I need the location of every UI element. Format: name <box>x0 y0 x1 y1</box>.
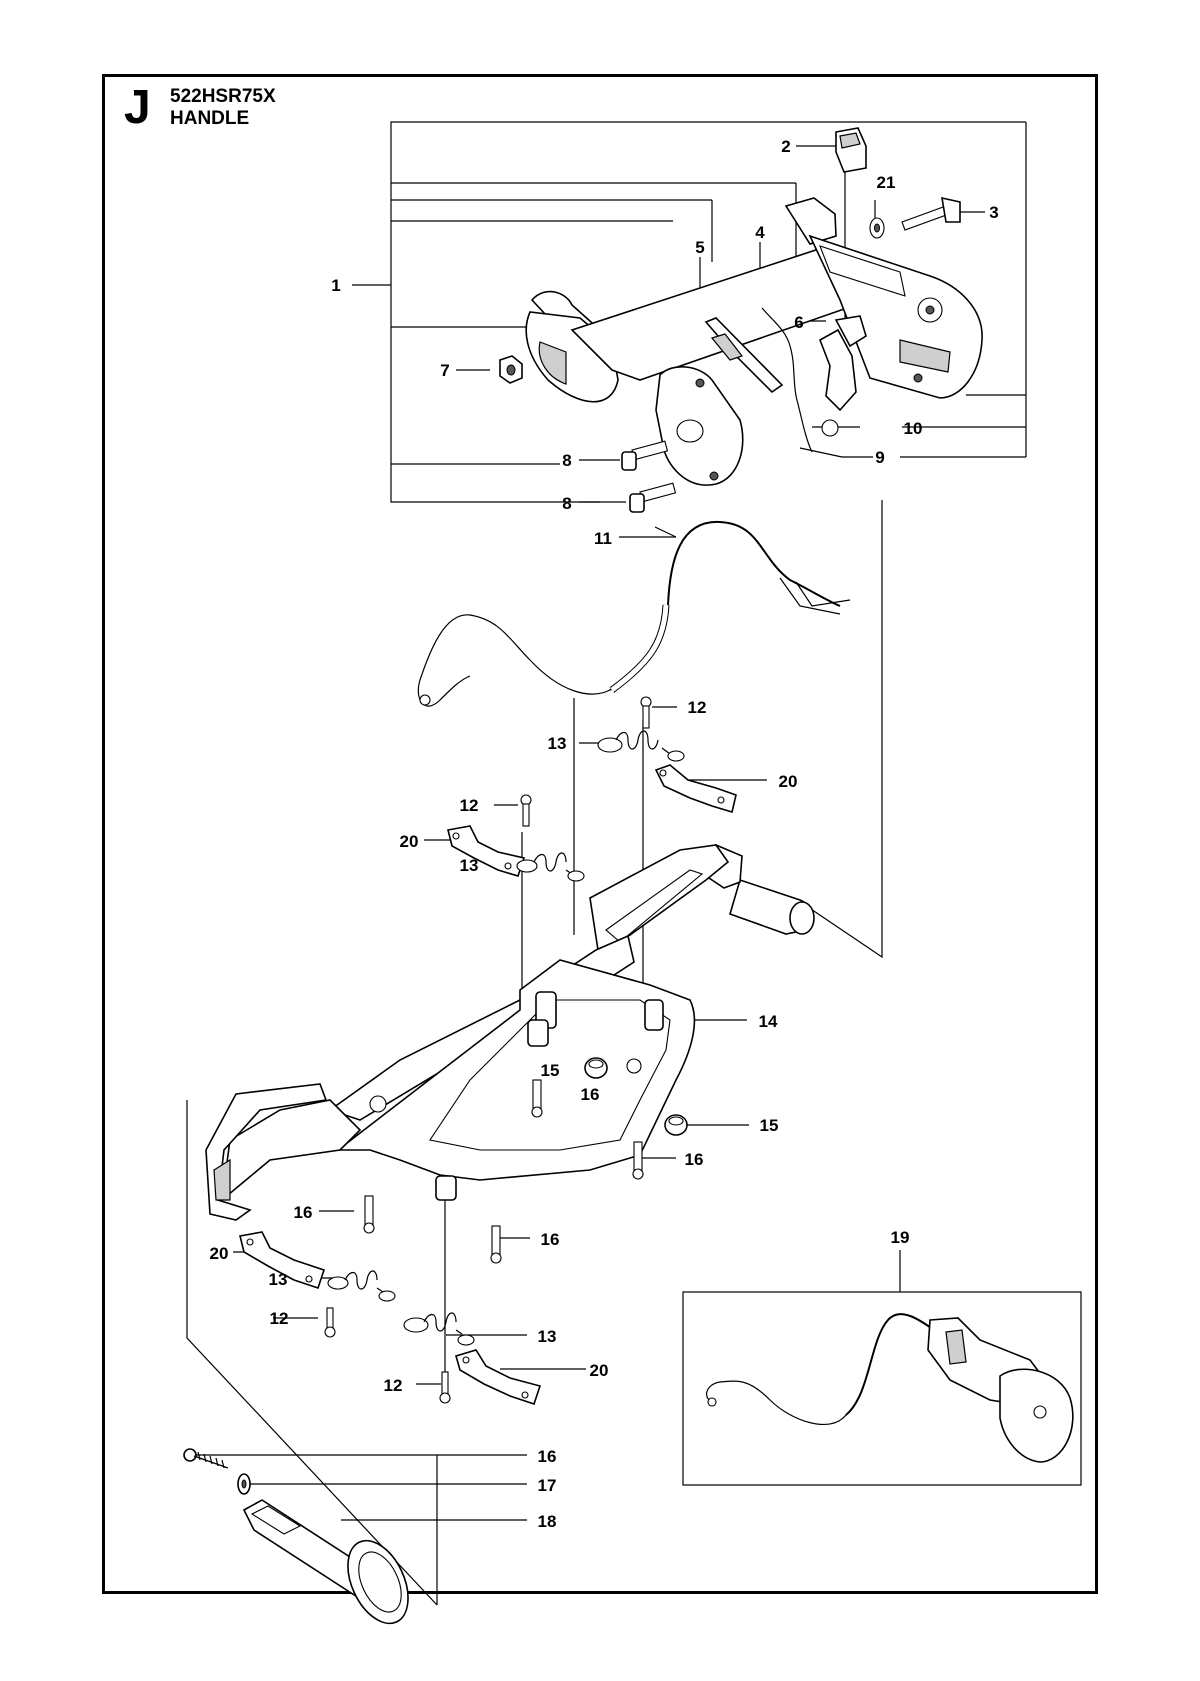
callout-16-frame-right: 16 <box>685 1150 704 1169</box>
grip-screw <box>183 1448 229 1469</box>
callout-20-upper-right: 20 <box>779 772 798 791</box>
callout-12-lower-left: 12 <box>270 1309 289 1328</box>
front-grip <box>242 1499 409 1625</box>
inset-box <box>682 1291 1082 1486</box>
model-number: 522HSR75X <box>170 86 276 107</box>
callout-8-upper: 8 <box>562 451 571 470</box>
callout-labels: 1 2 3 4 5 6 7 8 8 9 10 11 12 12 12 12 13… <box>210 137 999 1531</box>
callout-15-lower: 15 <box>760 1116 779 1135</box>
spring-lower-left <box>327 1270 396 1302</box>
spring-lower-right <box>403 1312 475 1346</box>
drawing-frame <box>102 74 1098 1594</box>
callout-20-lower-left: 20 <box>210 1244 229 1263</box>
callout-2: 2 <box>781 137 790 156</box>
spring-upper-left <box>516 852 585 882</box>
callout-13-lower-right: 13 <box>538 1327 557 1346</box>
screw-upper-right <box>640 696 652 729</box>
grip-washer <box>237 1473 251 1495</box>
callout-11: 11 <box>594 529 612 548</box>
callout-16-frame-upper: 16 <box>581 1085 600 1104</box>
callout-16-grip: 16 <box>538 1447 557 1466</box>
callout-7: 7 <box>440 361 449 380</box>
throttle-trigger <box>704 317 784 394</box>
clip-lower-left <box>239 1231 326 1290</box>
callout-13-upper-right: 13 <box>548 734 567 753</box>
handle-assembly-inset <box>706 1313 1074 1463</box>
hex-nut <box>499 355 523 384</box>
clip-lower-right <box>455 1349 542 1406</box>
callout-16-frame-left: 16 <box>294 1203 313 1222</box>
long-screw <box>901 196 961 231</box>
rubber-buffers <box>584 1057 688 1136</box>
trigger-spring-wire <box>761 307 813 453</box>
callout-14: 14 <box>759 1012 778 1031</box>
callout-18: 18 <box>538 1512 557 1531</box>
callout-20-lower-right: 20 <box>590 1361 609 1380</box>
callout-17: 17 <box>538 1476 557 1495</box>
callout-4: 4 <box>755 223 765 242</box>
callout-13-upper-left: 13 <box>460 856 479 875</box>
callout-20-upper-left: 20 <box>400 832 419 851</box>
callout-13-lower-left: 13 <box>269 1270 288 1289</box>
callout-12-upper-right: 12 <box>688 698 707 717</box>
callout-6: 6 <box>794 313 803 332</box>
throttle-cable <box>417 520 851 707</box>
callout-12-upper-left: 12 <box>460 796 479 815</box>
stop-switch <box>835 127 867 173</box>
callout-21: 21 <box>877 173 896 192</box>
callout-3: 3 <box>989 203 998 222</box>
section-letter: J <box>124 81 151 134</box>
spring-upper-right <box>597 730 685 762</box>
frame-screws <box>363 1079 644 1264</box>
callout-19: 19 <box>891 1228 910 1247</box>
rear-handle-housing <box>525 197 983 486</box>
screw-lower-right <box>439 1371 451 1404</box>
housing-screws <box>621 440 677 513</box>
diagram-title: HANDLE <box>170 108 250 129</box>
throttle-lockout <box>819 315 867 437</box>
callout-16-frame-bottom: 16 <box>541 1230 560 1249</box>
callout-8-lower: 8 <box>562 494 571 513</box>
clip-upper-right <box>654 764 737 814</box>
callout-5: 5 <box>695 238 704 257</box>
switch-washer <box>869 217 885 239</box>
handle-frame <box>205 843 815 1221</box>
callout-15-upper: 15 <box>541 1061 560 1080</box>
callout-10: 10 <box>904 419 923 438</box>
callout-9: 9 <box>875 448 884 467</box>
callout-1: 1 <box>331 276 340 295</box>
callout-12-lower-right: 12 <box>384 1376 403 1395</box>
screw-lower-left <box>324 1307 336 1338</box>
screw-upper-left <box>520 794 532 827</box>
